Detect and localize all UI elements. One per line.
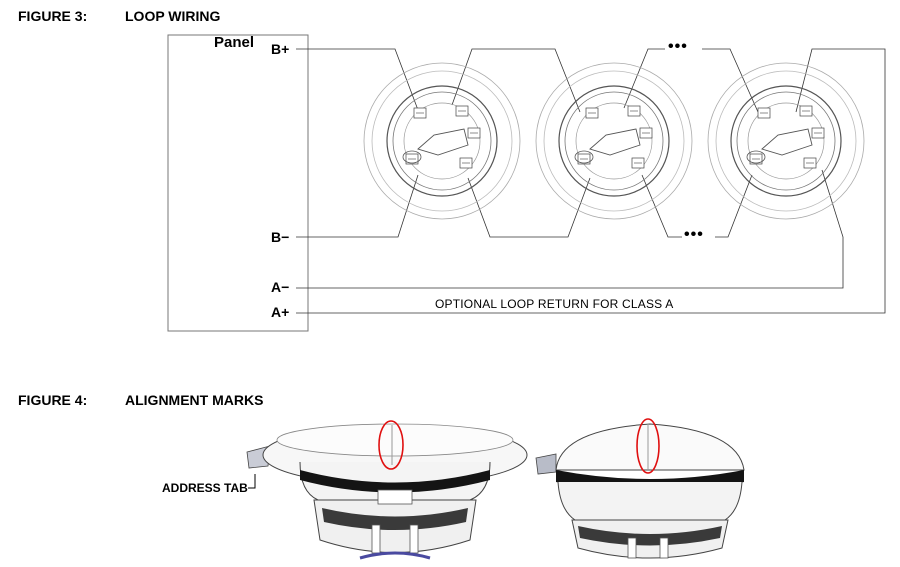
figure-4-number: FIGURE 4:	[18, 392, 88, 408]
wire-d2-cont-bottom	[641, 174, 682, 238]
detector-side-view-head	[535, 418, 745, 559]
detector-bases	[363, 62, 865, 220]
terminal-b-minus: B−	[271, 229, 290, 245]
class-a-return-note: OPTIONAL LOOP RETURN FOR CLASS A	[432, 297, 677, 311]
wire-cont-d3-bottom	[715, 174, 753, 238]
detector-base-2	[535, 62, 693, 220]
detector-base-3	[707, 62, 865, 220]
wire-d2-cont-top	[623, 48, 665, 109]
wire-class-a-return-a-plus	[296, 48, 886, 314]
figure-3-title: LOOP WIRING	[125, 8, 221, 24]
continuation-dots-bottom: •••	[684, 226, 704, 243]
wire-b-minus	[296, 174, 419, 238]
wire-b-plus	[296, 48, 419, 111]
panel-label: Panel	[214, 34, 255, 51]
alignment-mark-highlight-left	[378, 420, 404, 470]
detector-base-1	[363, 62, 521, 220]
terminal-a-plus: A+	[271, 304, 290, 320]
wire-d1-d2-top	[451, 48, 581, 113]
terminal-a-minus: A−	[271, 279, 290, 295]
detector-side-view-with-tab	[246, 420, 528, 560]
figure-4-title: ALIGNMENT MARKS	[125, 392, 264, 408]
terminal-b-plus: B+	[271, 41, 290, 57]
alignment-mark-highlight-right	[636, 418, 660, 474]
wire-d1-d2-bottom	[467, 177, 591, 238]
wire-a-minus	[296, 169, 844, 289]
address-tab-label: ADDRESS TAB	[162, 481, 248, 495]
wire-cont-d3-top	[702, 48, 759, 113]
panel-box	[167, 34, 309, 332]
continuation-dots-top: •••	[668, 38, 688, 55]
figure-3-number: FIGURE 3:	[18, 8, 88, 24]
